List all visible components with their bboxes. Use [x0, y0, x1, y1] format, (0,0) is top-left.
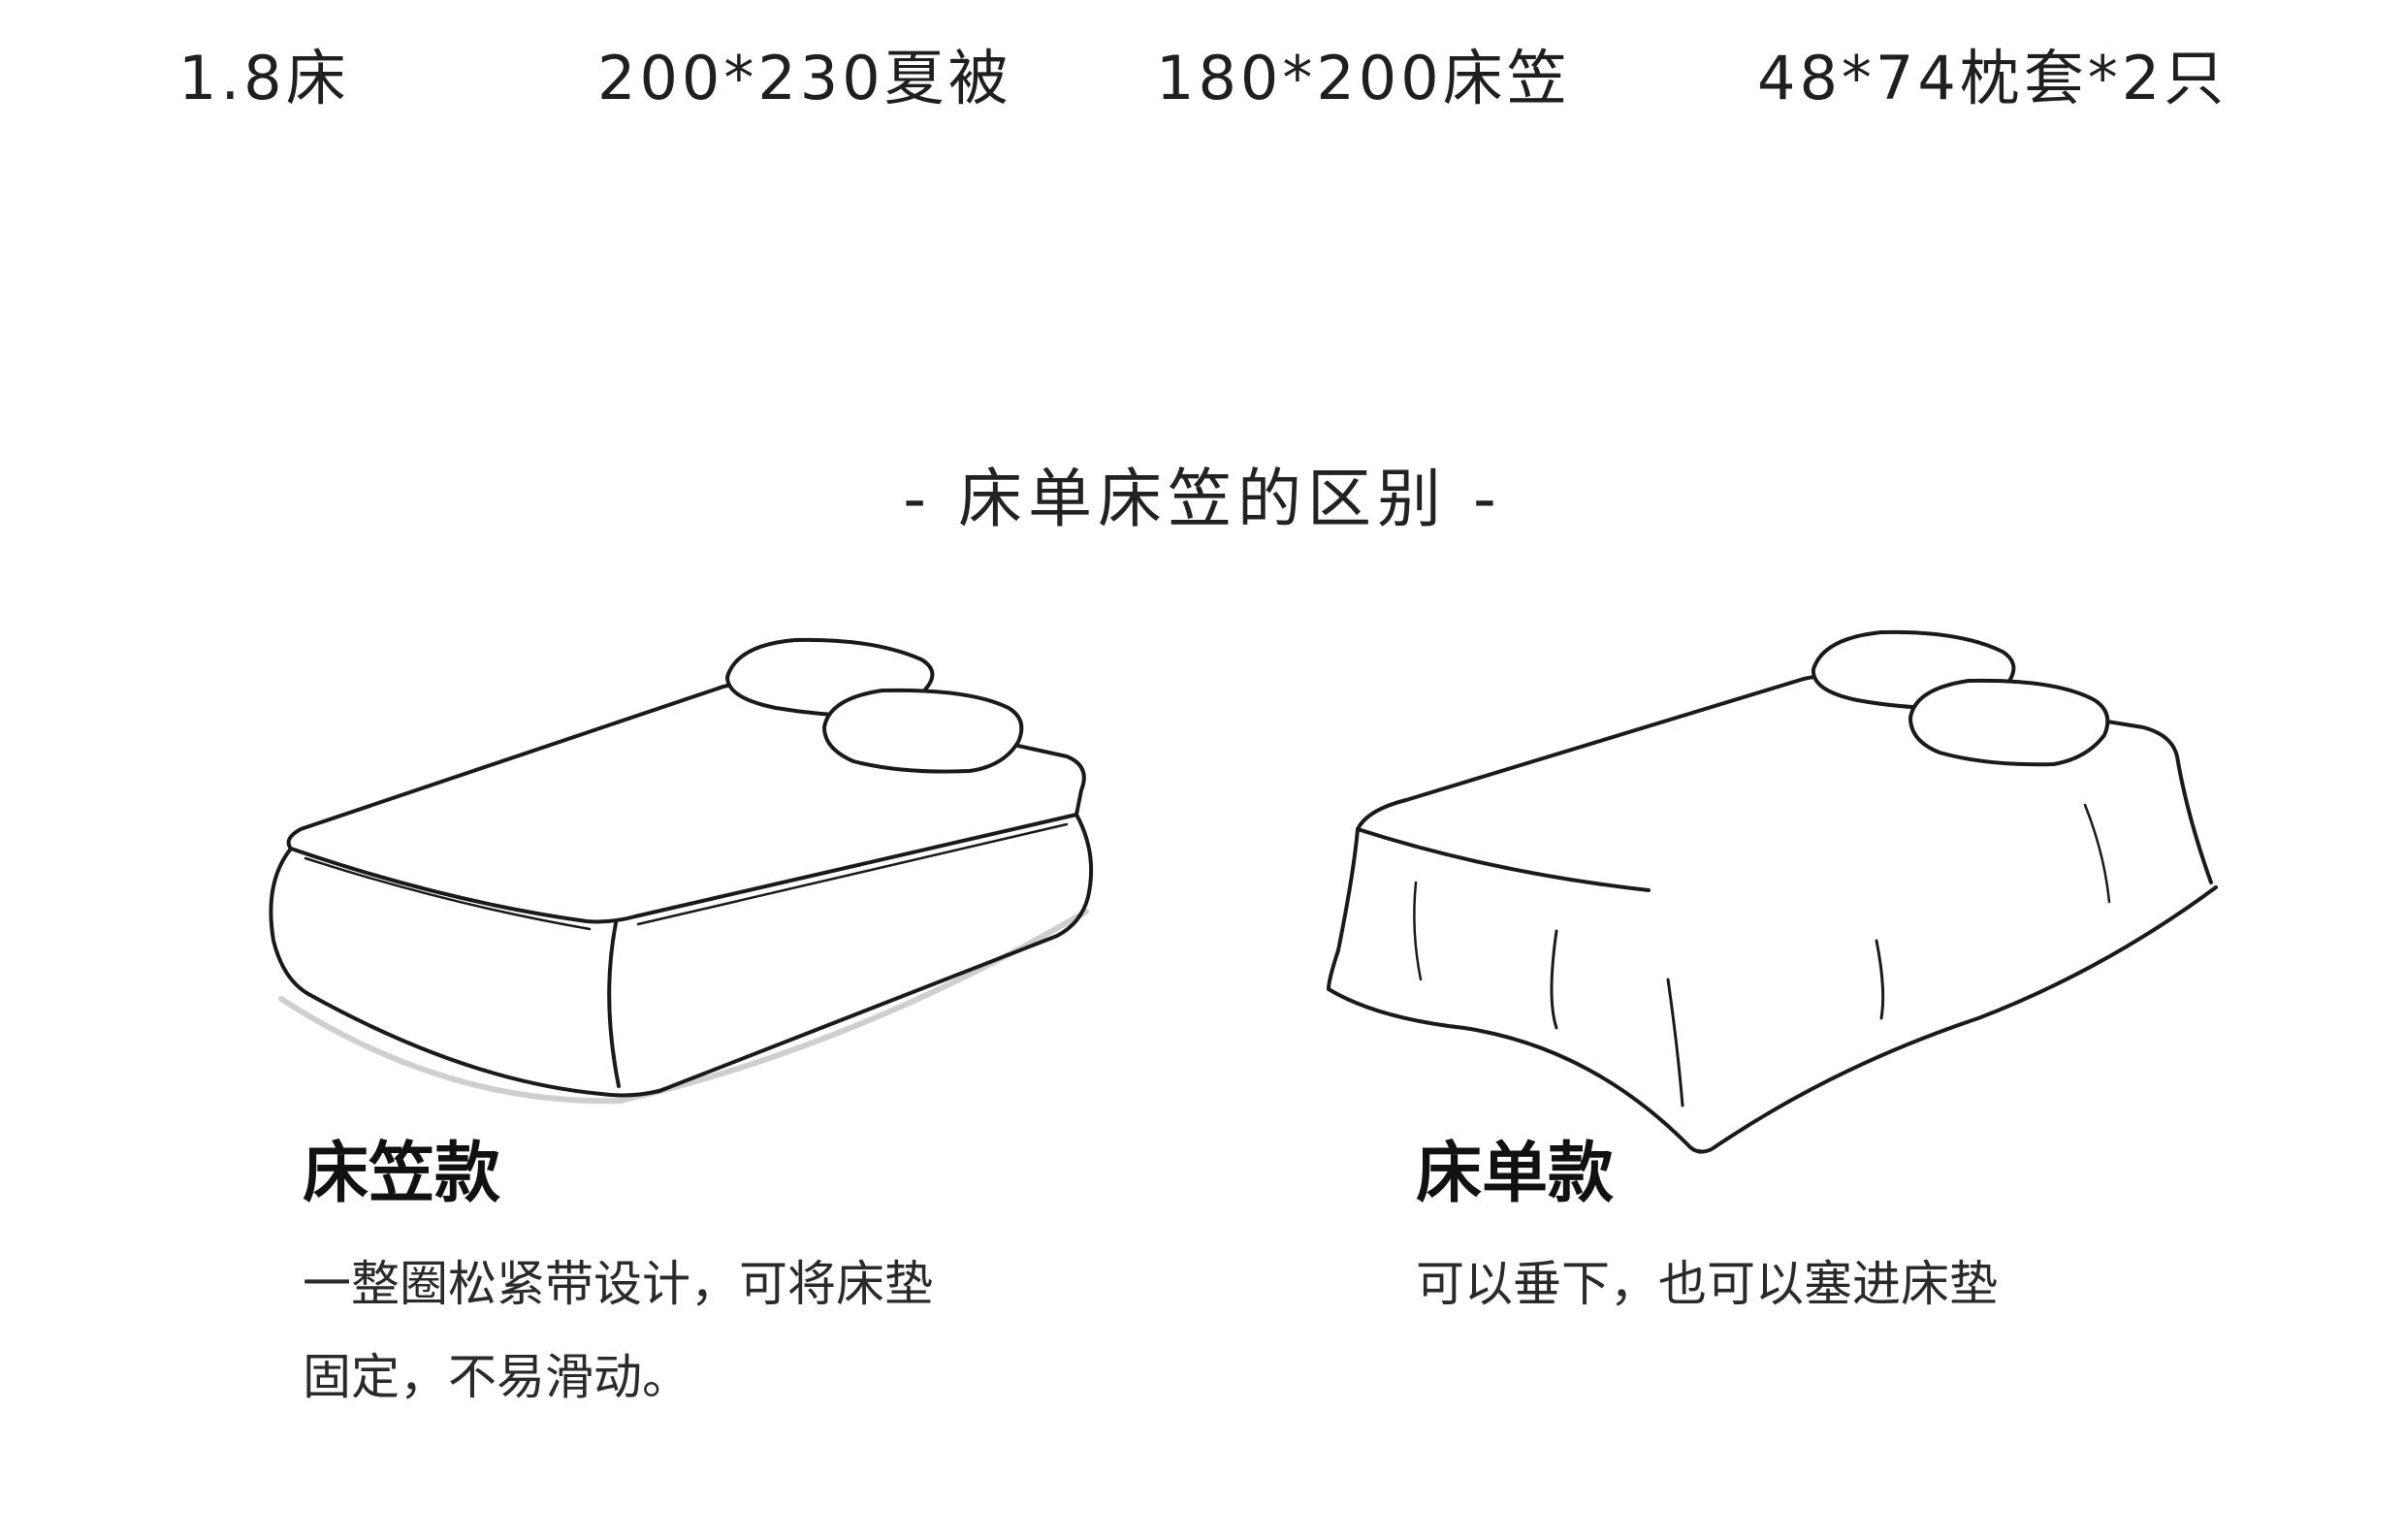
fitted-desc-line-2: 固定，不易滑动。 [303, 1349, 690, 1405]
size-bed: 1.8床 [178, 43, 350, 113]
fitted-sheet-title: 床笠款 [303, 1136, 501, 1212]
size-spec-row: 1.8床 200*230夏被 180*200床笠 48*74枕套*2只 [0, 35, 2405, 122]
flat-sheet-title: 床单款 [1416, 1136, 1615, 1212]
fitted-sheet-description: 一整圈松紧带设计，可将床垫 固定，不易滑动。 [303, 1237, 1059, 1424]
flat-desc-line-1: 可以垂下，也可以塞进床垫 [1416, 1256, 1998, 1312]
size-pillowcase: 48*74枕套*2只 [1757, 43, 2229, 113]
flat-sheet-bed-illustration [1327, 629, 2218, 1154]
size-quilt: 200*230夏被 [597, 43, 1012, 113]
size-fitted-sheet: 180*200床笠 [1156, 43, 1571, 113]
section-title: - 床单床笠的区别 - [903, 462, 1502, 536]
fitted-desc-line-1: 一整圈松紧带设计，可将床垫 [303, 1256, 933, 1312]
flat-sheet-description: 可以垂下，也可以塞进床垫 [1416, 1237, 2192, 1331]
fitted-sheet-bed-illustration [269, 637, 1094, 1105]
